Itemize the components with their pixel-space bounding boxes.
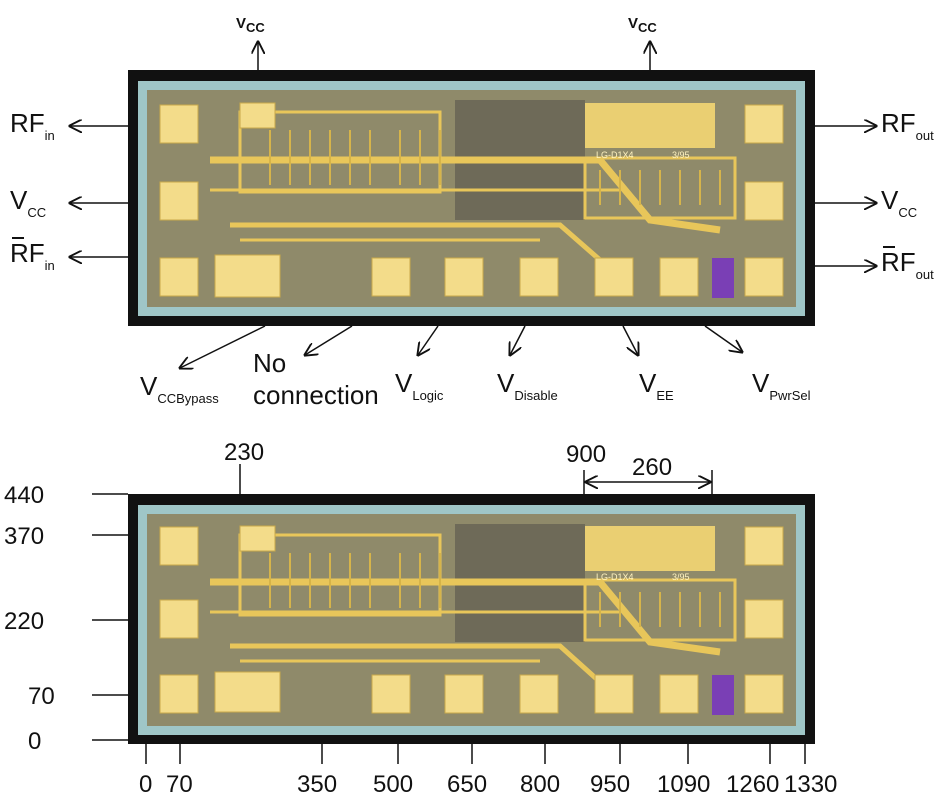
label-no-connection-2: connection [253,380,379,410]
y-tick-2: 220 [4,608,44,635]
y-tick-1: 370 [4,523,44,550]
y-tick-3: 70 [28,683,55,710]
label-v-pwrsel: VPwrSel [752,368,811,403]
x-tick-8: 1260 [726,771,779,798]
top-chip: LG-D1X4 3/95 [128,70,815,326]
dim-label-260: 260 [632,454,672,481]
x-tick-4: 650 [447,771,487,798]
y-tick-0: 440 [4,482,44,509]
x-axis: 0 70 350 500 650 800 950 1090 1260 1330 [139,744,837,798]
label-vcc-bypass: VCCBypass [140,371,219,406]
label-v-ee: VEE [639,368,674,403]
label-v-logic: VLogic [395,368,444,403]
dim-label-900: 900 [566,441,606,468]
label-vcc-top-left: VCC [236,15,265,35]
x-tick-6: 950 [590,771,630,798]
label-vcc-top-right: VCC [628,15,657,35]
y-tick-4: 0 [28,728,41,755]
label-rf-out-bar: RFout [881,247,934,282]
x-tick-7: 1090 [657,771,710,798]
label-no-connection-1: No [253,348,286,378]
x-tick-5: 800 [520,771,560,798]
dim-label-230: 230 [224,439,264,466]
bottom-chip: LG-D1X4 3/95 [128,494,815,744]
x-tick-1: 70 [166,771,193,798]
chip-marking-date-bottom: 3/95 [672,572,690,582]
label-rf-in: RFin [10,108,55,143]
label-rf-out: RFout [881,108,934,143]
pin-arrows [70,42,876,368]
chip-marking-date: 3/95 [672,150,690,160]
label-vcc-right: VCC [881,185,917,220]
x-tick-0: 0 [139,771,152,798]
label-rf-in-bar: RFin [10,238,55,273]
label-v-disable: VDisable [497,368,558,403]
label-vcc-left: VCC [10,185,46,220]
chip-marking-part: LG-D1X4 [596,150,634,160]
x-tick-9: 1330 [784,771,837,798]
y-axis: 440 370 220 70 0 [4,482,128,755]
x-tick-2: 350 [297,771,337,798]
x-tick-3: 500 [373,771,413,798]
chip-marking-part-bottom: LG-D1X4 [596,572,634,582]
